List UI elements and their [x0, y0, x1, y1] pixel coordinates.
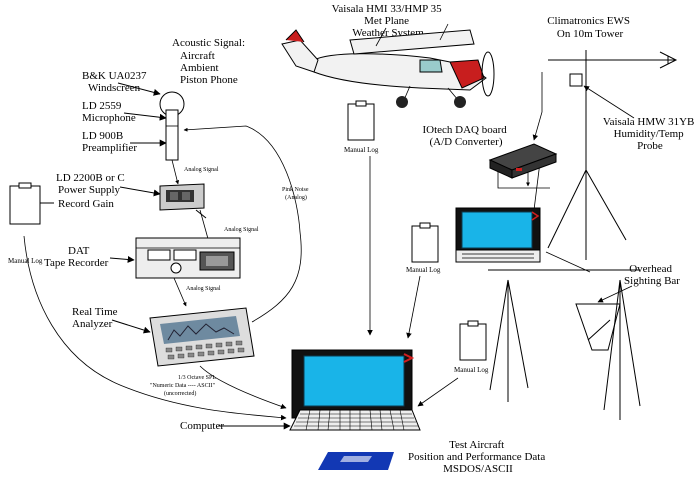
manual-log-label: Manual Log [344, 146, 379, 154]
overhead-arrow [597, 285, 633, 303]
pink-noise-line [183, 125, 302, 323]
dat-label: DAT Tape Recorder [44, 245, 109, 269]
analog-signal-label: Analog Signal [186, 286, 221, 292]
vaisala-hmw-label: Vaisala HMW 31YB Humidity/Temp Probe [603, 116, 694, 152]
clipboard-icon [411, 222, 439, 263]
weather-tower [547, 50, 678, 260]
microphone-arrow [123, 112, 167, 121]
climatronics-label: Climatronics EWS On 10m Tower [547, 15, 633, 40]
overhead-sighting-label: Overhead Sighting Bar [624, 263, 680, 287]
tower-to-daq-line [532, 72, 543, 141]
analog-signal-label: Analog Signal [224, 227, 259, 233]
windscreen-arrow [117, 82, 161, 96]
rta-to-computer-line [199, 365, 287, 409]
rta-label: Real Time Analyzer [72, 306, 120, 330]
hmw-probe-arrow [583, 85, 635, 119]
sighting-tripod [488, 269, 641, 420]
manual-log-to-computer-line [23, 235, 287, 421]
small-laptop-icon [455, 207, 541, 263]
analog-signal-label: Analog Signal [184, 167, 219, 173]
power-supply-arrow [119, 186, 161, 197]
daq-board-icon [488, 143, 558, 179]
test-aircraft-label: Test Aircraft Position and Performance D… [408, 439, 548, 475]
plane-tail [285, 29, 305, 43]
vaisala-met-plane-label: Vaisala HMI 33/HMP 35 Met Plane Weather … [332, 3, 445, 39]
main-computer-icon [289, 349, 421, 470]
windscreen-label: B&K UA0237 Windscreen [82, 70, 149, 94]
record-gain-label: Record Gain [58, 198, 114, 210]
rta-device-icon [149, 307, 255, 367]
preamplifier-label: LD 900B Preamplifier [82, 130, 137, 154]
microphone-label: LD 2559 Microphone [82, 100, 136, 124]
power-supply-icon [159, 183, 207, 219]
small-laptop-screen [461, 211, 533, 249]
main-computer-screen [303, 355, 405, 407]
iotech-label: IOtech DAQ board (A/D Converter) [422, 124, 509, 148]
daq-output-lines [497, 172, 550, 188]
clipboard-icon [9, 182, 41, 225]
dat-to-rta-line [173, 277, 187, 307]
manual-log-to-computer-line-3 [417, 377, 459, 407]
small-laptop-accent [531, 211, 540, 221]
main-computer-accent [403, 353, 415, 363]
microphone-icon [159, 91, 185, 161]
manual-log-label: Manual Log [454, 366, 489, 374]
clipboard-icon [347, 100, 375, 141]
octave-spl-label: 1/3 Octave SPL "Numeric Data ---- ASCII"… [150, 375, 217, 397]
manual-log-label: Manual Log [8, 257, 43, 265]
manual-log-label: Manual Log [406, 266, 441, 274]
pink-noise-label: Pink Noise (Analog) [282, 187, 310, 201]
clipboard-icon [459, 320, 487, 361]
dat-arrow [109, 255, 135, 263]
power-supply-label: LD 2200B or C Power Supply [56, 172, 128, 196]
daq-to-laptop-line [533, 161, 541, 211]
plane-nose [449, 59, 485, 89]
manual-log-to-computer-line-2 [406, 275, 421, 339]
mic-to-power-supply-line [171, 159, 180, 185]
dat-recorder-icon [135, 237, 241, 279]
airplane-icon [281, 23, 495, 108]
acoustic-signal-label: Acoustic Signal: Aircraft Ambient Piston… [172, 37, 248, 86]
daq-led [516, 168, 522, 171]
laptop-to-sighting-line [545, 251, 591, 273]
rta-arrow [111, 319, 151, 334]
computer-label: Computer [180, 420, 224, 432]
